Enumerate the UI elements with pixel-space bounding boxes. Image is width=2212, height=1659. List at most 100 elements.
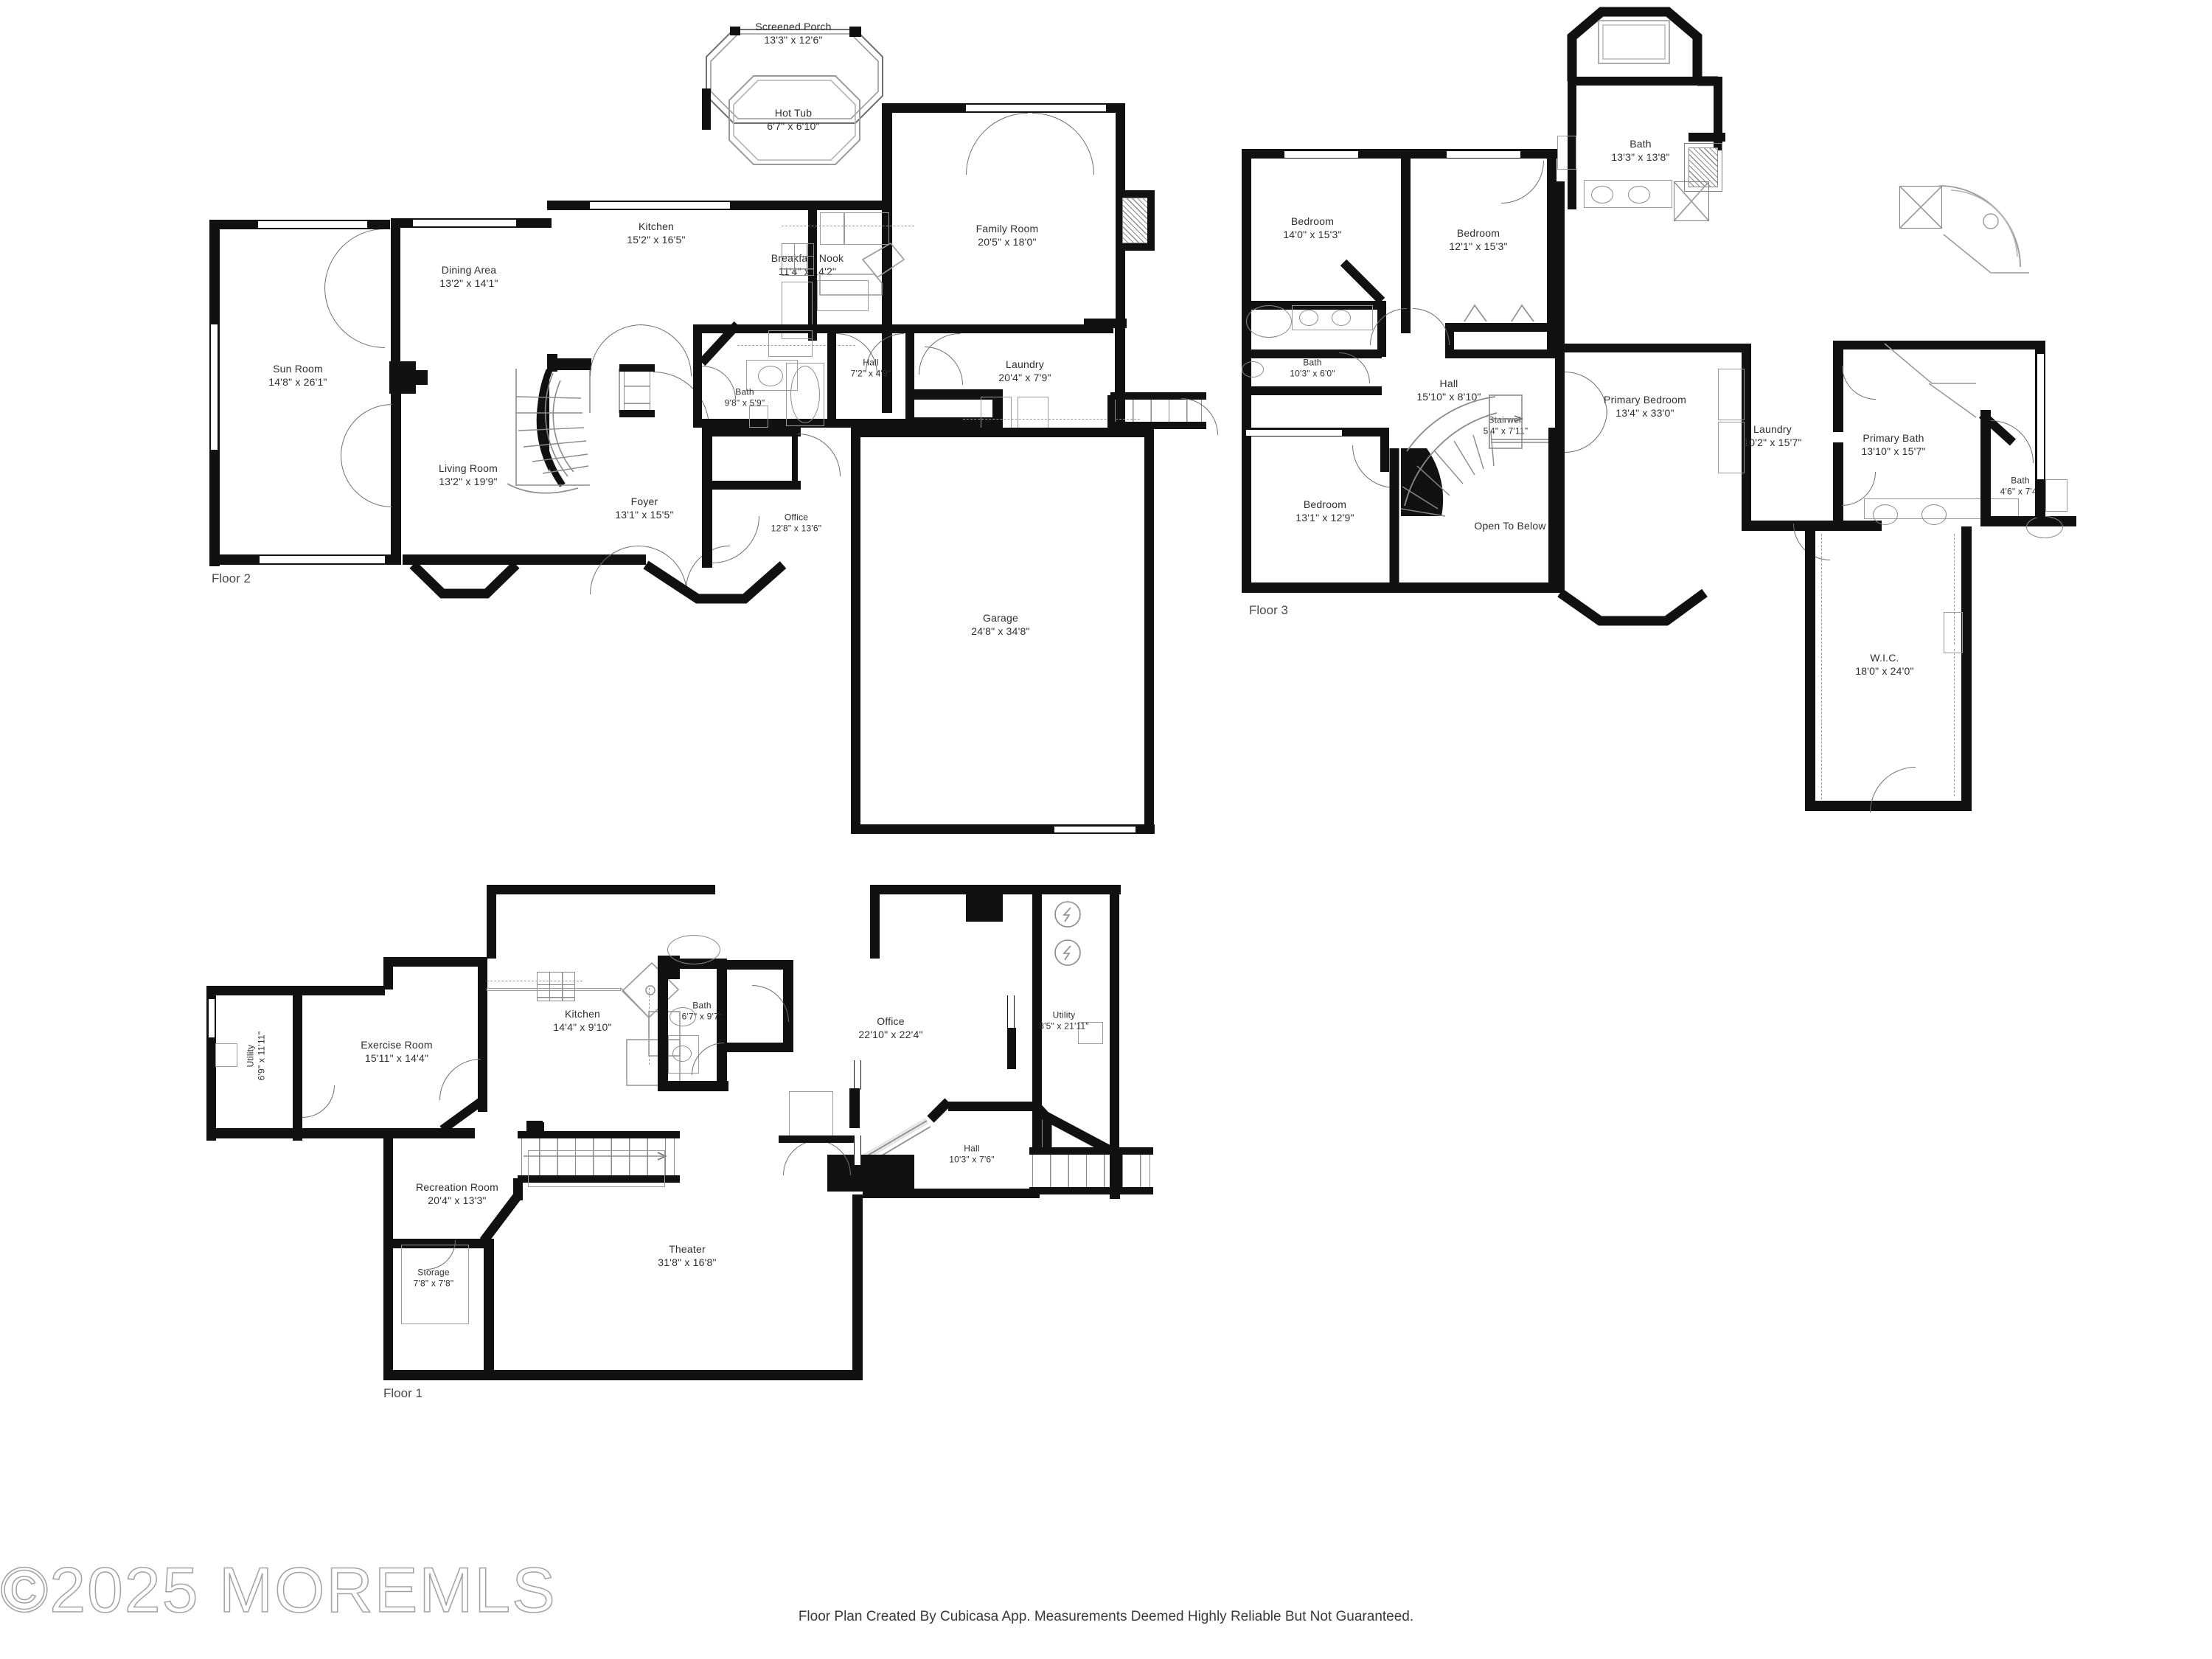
wall [494,1370,863,1380]
door-swing [966,113,1028,175]
door-swing [712,516,759,563]
wall [1833,442,1843,525]
counter-edge [487,988,621,991]
wall [851,428,860,833]
dryer [1018,397,1048,429]
wall [487,885,715,894]
room-label-theater: Theater 31'8" x 16'8" [658,1243,717,1268]
counter-dashed [963,419,1140,420]
wall [391,366,401,565]
wall [1242,349,1382,358]
porch-corner-post [849,27,861,37]
wall [727,960,793,970]
window [1284,150,1358,159]
window [413,219,516,227]
wall [1110,392,1206,400]
wall [1714,77,1722,150]
wall [827,324,836,420]
toilet [1557,136,1576,170]
wall [1110,422,1206,429]
wall [487,885,496,959]
wall [852,1194,863,1380]
window [966,104,1106,112]
wall-pier [966,885,1003,922]
window [210,324,218,450]
kitchen-cabinet [782,282,813,339]
room-label-hot-tub: Hot Tub 6'7" x 6'10" [767,107,820,132]
wall [658,1081,728,1091]
door-swing [590,546,639,594]
room-label-kitchen-f2: Kitchen 15'2" x 16'5" [627,220,686,246]
room-label-office-f2: Office 12'8" x 13'6" [771,512,822,534]
room-label-primary-bedroom: Primary Bedroom 13'4" x 33'0" [1604,394,1686,419]
window [1246,429,1342,437]
laundry-cabinet [1718,369,1745,420]
door-swing [324,288,385,348]
wall [712,428,801,437]
floor-tag-1: Floor 1 [383,1386,422,1400]
counter-divider [844,212,845,245]
wall [1118,243,1155,251]
wall [1029,1187,1153,1194]
wall [1029,1147,1153,1155]
porch-corner-post [730,27,740,35]
wall [1833,344,1843,432]
wall [383,1183,393,1374]
wall [792,428,798,487]
door-swing [783,1140,818,1175]
room-label-exercise-room: Exercise Room 15'11" x 14'4" [361,1039,433,1064]
wall [779,1135,854,1143]
wall [1242,386,1382,395]
sink-bowl [1921,504,1947,525]
floor-tag-3: Floor 3 [1249,603,1288,617]
toilet [749,406,768,428]
door-swing [341,456,392,507]
window [590,201,730,209]
door-swing [1565,372,1607,414]
bathtub [790,366,820,423]
bathtub [1246,305,1292,338]
stairs [1032,1152,1150,1190]
wall [383,957,487,967]
wall [293,986,302,1141]
door-swing [1842,366,1876,400]
shower-hatch [1688,147,1718,187]
wall [914,324,1113,333]
wall [383,1370,494,1380]
moremls-watermark: ©2025 MOREMLS [0,1554,557,1627]
wall [905,324,914,420]
sink-bowl [1332,310,1351,326]
wall [1547,149,1557,333]
room-label-kitchen-f1: Kitchen 14'4" x 9'10" [553,1008,612,1033]
room-label-wic: W.I.C. 18'0" x 24'0" [1855,652,1914,677]
wall [518,1131,680,1138]
wall [1389,582,1559,593]
room-label-foyer: Foyer 13'1" x 15'5" [615,495,674,521]
wall [1118,190,1155,198]
room-label-stairwell: Stairwell 5'4" x 7'11" [1483,414,1528,437]
room-label-utility-left: Utility 6'9" x 11'11" [245,1031,267,1081]
room-label-dining-area: Dining Area 13'2" x 14'1" [439,264,498,289]
room-label-bath-f3-left: Bath 10'3" x 6'0" [1290,357,1335,379]
room-label-screened-porch: Screened Porch 13'3" x 12'6" [755,21,832,46]
closet-shelf-dashed [1954,534,1955,644]
room-label-family-room: Family Room 20'5" x 18'0" [975,223,1039,248]
sink-bowl [672,1046,692,1062]
door-swing [702,366,736,400]
sink-bowl [1873,504,1898,525]
wall [851,428,1153,437]
cabinet-dashed [649,988,650,1065]
door-swing [1565,410,1607,453]
door-swing [639,546,687,594]
wall [849,1088,860,1128]
wall [1565,344,1749,352]
window [260,555,385,564]
wall [1980,341,2045,349]
wall [513,1178,523,1200]
bathtub-surround [786,363,824,426]
door-swing [1501,161,1544,204]
wall [1568,77,1576,209]
kitchen-counter [820,212,889,245]
laundry-cabinet [1718,422,1745,473]
wall [1805,531,1815,811]
